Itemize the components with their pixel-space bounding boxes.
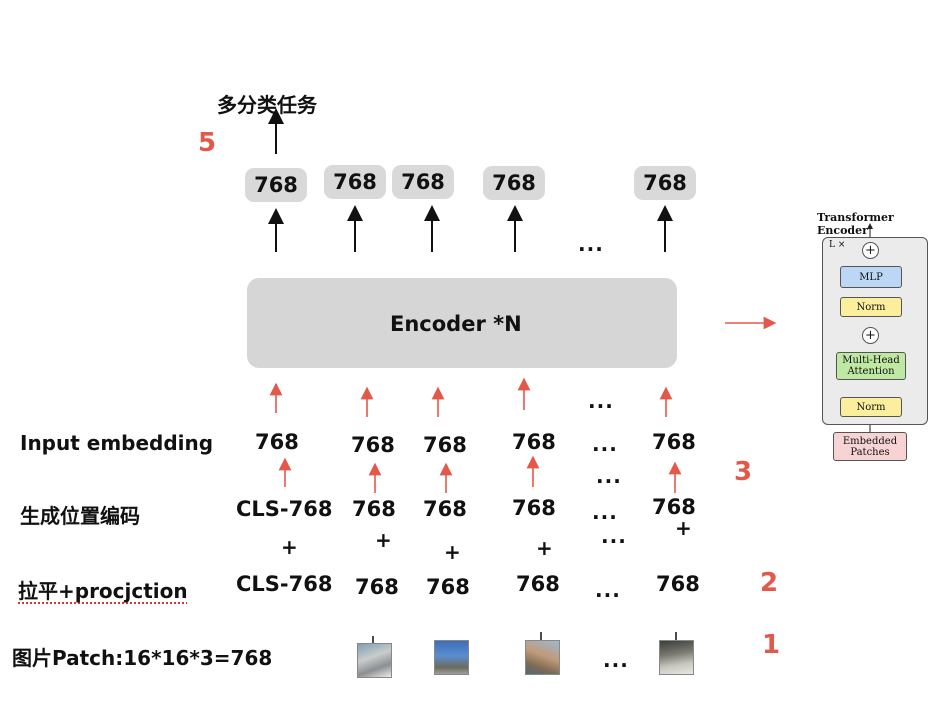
patch-ellipsis: ...: [603, 648, 629, 672]
embedded-patches-block: Embedded Patches: [833, 432, 907, 461]
transformer-encoder-title: Transformer Encoder: [817, 211, 894, 237]
step-1: 1: [762, 630, 781, 660]
position-value: 768: [352, 497, 396, 521]
mha-line-2: Attention: [847, 366, 895, 377]
plus-sign: +: [281, 535, 298, 559]
projection-value: CLS-768: [236, 572, 333, 596]
output-token: 768: [392, 165, 454, 199]
repeat-label: L ×: [829, 240, 846, 250]
output-ellipsis: ...: [578, 232, 604, 256]
position-encoding-label: 生成位置编码: [20, 504, 140, 528]
plus-sign: +: [536, 536, 553, 560]
patch-label: 图片Patch:16*16*3=768: [12, 646, 273, 670]
add-icon: +: [862, 327, 879, 344]
embedding-value: 768: [423, 433, 467, 457]
norm-block: Norm: [840, 297, 902, 317]
patch-image: [357, 643, 392, 678]
embedding-ellipsis: ...: [592, 432, 618, 456]
position-value: CLS-768: [236, 497, 333, 521]
projection-value: 768: [656, 572, 700, 596]
output-token: 768: [324, 165, 386, 199]
embedding-value: 768: [652, 430, 696, 454]
embedded-line-1: Embedded: [842, 435, 898, 447]
projection-value: 768: [426, 575, 470, 599]
embedding-arrows-ellipsis: ...: [588, 389, 614, 413]
add-icon: +: [862, 242, 879, 259]
projection-value: 768: [355, 575, 399, 599]
patch-image: [434, 640, 469, 675]
patch-image: [659, 640, 694, 675]
mlp-block: MLP: [840, 266, 902, 288]
plus-sign: +: [675, 516, 692, 540]
encoder-block: [247, 278, 677, 368]
output-token: 768: [245, 168, 307, 202]
step-2: 2: [760, 568, 779, 598]
input-embedding-label: Input embedding: [20, 431, 214, 455]
flatten-projection-label: 拉平+procjction: [18, 579, 188, 603]
embedding-lower-ellipsis: ...: [596, 464, 622, 488]
position-ellipsis: ...: [592, 500, 618, 524]
position-value: 768: [652, 495, 696, 519]
embedding-value: 768: [512, 430, 556, 454]
norm-block: Norm: [840, 397, 902, 417]
projection-ellipsis: ...: [595, 578, 621, 602]
task-label: 多分类任务: [217, 93, 317, 117]
mha-line-1: Multi-Head: [842, 355, 900, 366]
position-value: 768: [423, 497, 467, 521]
plus-sign: +: [444, 540, 461, 564]
output-token: 768: [483, 166, 545, 200]
position-value: 768: [512, 496, 556, 520]
encoder-label: Encoder *N: [390, 312, 522, 336]
projection-value: 768: [516, 572, 560, 596]
plus-sign: +: [375, 528, 392, 552]
patch-image: [525, 640, 560, 675]
embedding-value: 768: [255, 430, 299, 454]
output-token: 768: [634, 166, 696, 200]
multi-head-attention-block: Multi-Head Attention: [836, 352, 906, 380]
embedded-line-2: Patches: [850, 446, 890, 458]
embedding-value: 768: [351, 433, 395, 457]
step-5: 5: [198, 128, 217, 158]
plus-ellipsis: ...: [601, 524, 627, 548]
step-3: 3: [734, 457, 753, 487]
